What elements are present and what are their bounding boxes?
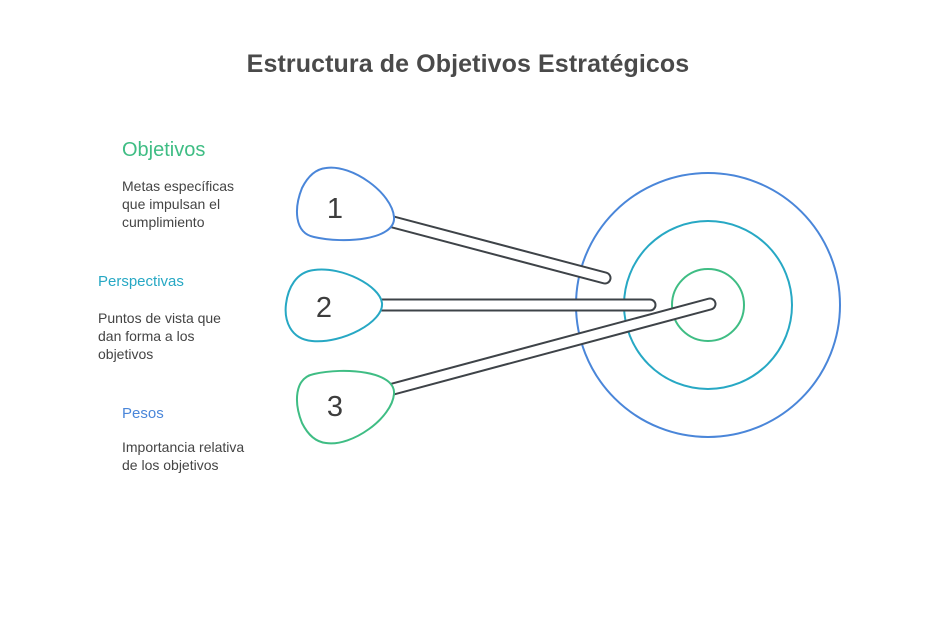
pesos-description: Importancia relativa de los objetivos (122, 439, 245, 473)
dart-number-2: 2 (316, 292, 332, 324)
perspectivas-description: Puntos de vista que dan forma a los obje… (98, 310, 221, 362)
dart-shaft-3 (386, 297, 717, 396)
dart-flight-1 (296, 166, 396, 242)
dart-number-3: 3 (327, 391, 343, 423)
pesos-heading: Pesos (122, 405, 164, 422)
dart-flight-2 (284, 268, 384, 343)
dart-number-1: 1 (327, 193, 343, 225)
dart-shaft-1 (386, 215, 612, 285)
dart-flight-3 (296, 369, 396, 445)
objetivos-description: Metas específicas que impulsan el cumpli… (122, 178, 235, 230)
diagram-title: Estructura de Objetivos Estratégicos (246, 50, 690, 78)
target-inner-ring (671, 268, 745, 342)
objetivos-heading: Objetivos (122, 139, 206, 161)
perspectivas-heading: Perspectivas (98, 273, 184, 290)
